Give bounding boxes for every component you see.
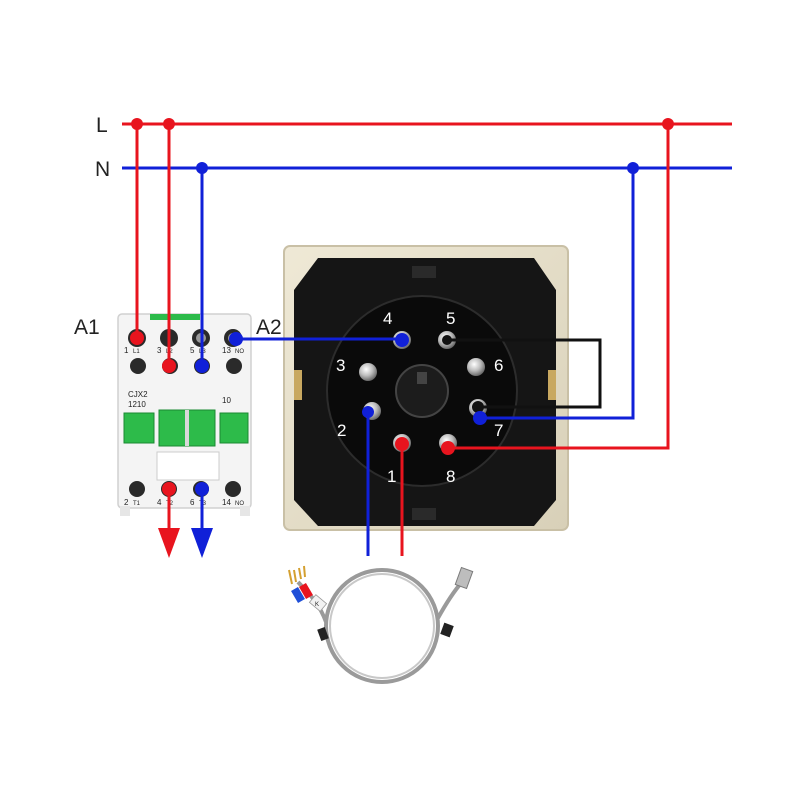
terminal-label-2: 2 <box>124 498 129 507</box>
terminal-label-14: 14 <box>222 498 231 507</box>
dot-pin-1 <box>395 437 409 451</box>
junction-n-5 <box>196 162 208 174</box>
terminal-label-6: 6 <box>190 498 195 507</box>
terminal-label-NO-top: NO <box>235 349 244 355</box>
pin-label-3: 3 <box>336 356 345 375</box>
socket-tab-right <box>548 370 556 400</box>
socket-notch-top <box>412 266 436 278</box>
probe-coil-inner <box>329 573 435 679</box>
junction-l-1 <box>131 118 143 130</box>
dot-terminal-5 <box>195 359 209 373</box>
dot-pin-7-black <box>472 401 484 413</box>
controller-socket: 1 2 3 4 5 6 7 8 <box>283 245 569 531</box>
contactor-foot-right <box>240 506 250 516</box>
socket-key-hub <box>395 364 449 418</box>
terminal-label-1: 1 <box>124 346 129 355</box>
probe-coil-outer <box>324 568 440 684</box>
terminal-label-5: 5 <box>190 346 195 355</box>
pin-label-4: 4 <box>383 309 392 328</box>
dot-terminal-3 <box>162 359 176 373</box>
terminal-label-L1: L1 <box>133 349 140 355</box>
contactor-rating: 1210 <box>128 400 146 409</box>
probe-clip-left <box>317 626 329 642</box>
contactor-armature <box>156 451 220 481</box>
pin-label-5: 5 <box>446 309 455 328</box>
dot-pin-7-blue <box>473 411 487 425</box>
pin-hole-6 <box>467 358 485 376</box>
probe-fork-left <box>288 569 297 585</box>
pin-label-1: 1 <box>387 467 396 486</box>
contactor-upper-screw-4 <box>226 358 242 374</box>
junction-l-8 <box>662 118 674 130</box>
probe-clip-right <box>440 622 454 638</box>
socket-key-slot <box>417 372 427 384</box>
dot-pin-4 <box>395 333 409 347</box>
terminal-label-4: 4 <box>157 498 162 507</box>
contactor-window-right <box>219 412 249 444</box>
link-pin-5-to-pin-7 <box>447 338 602 409</box>
wire-l-to-pin-8 <box>448 124 670 450</box>
contactor-screw-14 <box>225 481 241 497</box>
dot-terminal-1 <box>130 331 144 345</box>
dot-terminal-t2 <box>162 482 176 496</box>
terminal-label-13: 13 <box>222 346 231 355</box>
probe-fitting <box>454 566 474 590</box>
contactor-aux-rating: 10 <box>222 396 231 405</box>
terminal-label-3: 3 <box>157 346 162 355</box>
probe-tag-text: K <box>315 602 319 608</box>
terminal-label-NO-bottom: NO <box>235 501 244 507</box>
junction-n-7 <box>627 162 639 174</box>
dot-pin-2 <box>362 406 374 418</box>
output-arrow-blue <box>191 528 213 558</box>
contactor-model: CJX2 <box>128 390 148 399</box>
thermocouple-probe: K <box>288 565 474 684</box>
contactor-window-left <box>123 412 155 444</box>
pin-label-2: 2 <box>337 421 346 440</box>
contactor-upper-screw-1 <box>130 358 146 374</box>
terminal-label-T1: T1 <box>133 501 141 507</box>
dot-terminal-t3 <box>195 482 209 496</box>
probe-fork-right <box>298 565 306 580</box>
socket-notch-bottom <box>412 508 436 520</box>
probe-connector-red <box>299 582 313 600</box>
contactor-screw-2 <box>129 481 145 497</box>
coil-label-a1: A1 <box>74 316 100 339</box>
probe-tag <box>308 594 328 612</box>
dot-pin-8 <box>441 441 455 455</box>
wire-n-to-pin-7 <box>480 168 635 420</box>
pin-label-7: 7 <box>494 421 503 440</box>
socket-tab-left <box>294 370 302 400</box>
pin-hole-3 <box>359 363 377 381</box>
pin-label-8: 8 <box>446 467 455 486</box>
junction-l-3 <box>163 118 175 130</box>
contactor-top-strip <box>150 314 200 320</box>
contactor-window-divider <box>185 410 189 446</box>
probe-connector-blue <box>291 586 305 604</box>
bus-label-l: L <box>96 114 108 137</box>
bus-label-n: N <box>95 158 110 181</box>
output-arrow-red <box>158 528 180 558</box>
dot-pin-5 <box>442 335 452 345</box>
contactor-foot-left <box>120 506 130 516</box>
wiring <box>122 118 732 558</box>
dot-terminal-a2 <box>229 332 243 346</box>
probe-lead <box>296 580 328 623</box>
coil-label-a2: A2 <box>256 316 282 339</box>
pin-label-6: 6 <box>494 356 503 375</box>
probe-stem-cable <box>436 580 464 619</box>
